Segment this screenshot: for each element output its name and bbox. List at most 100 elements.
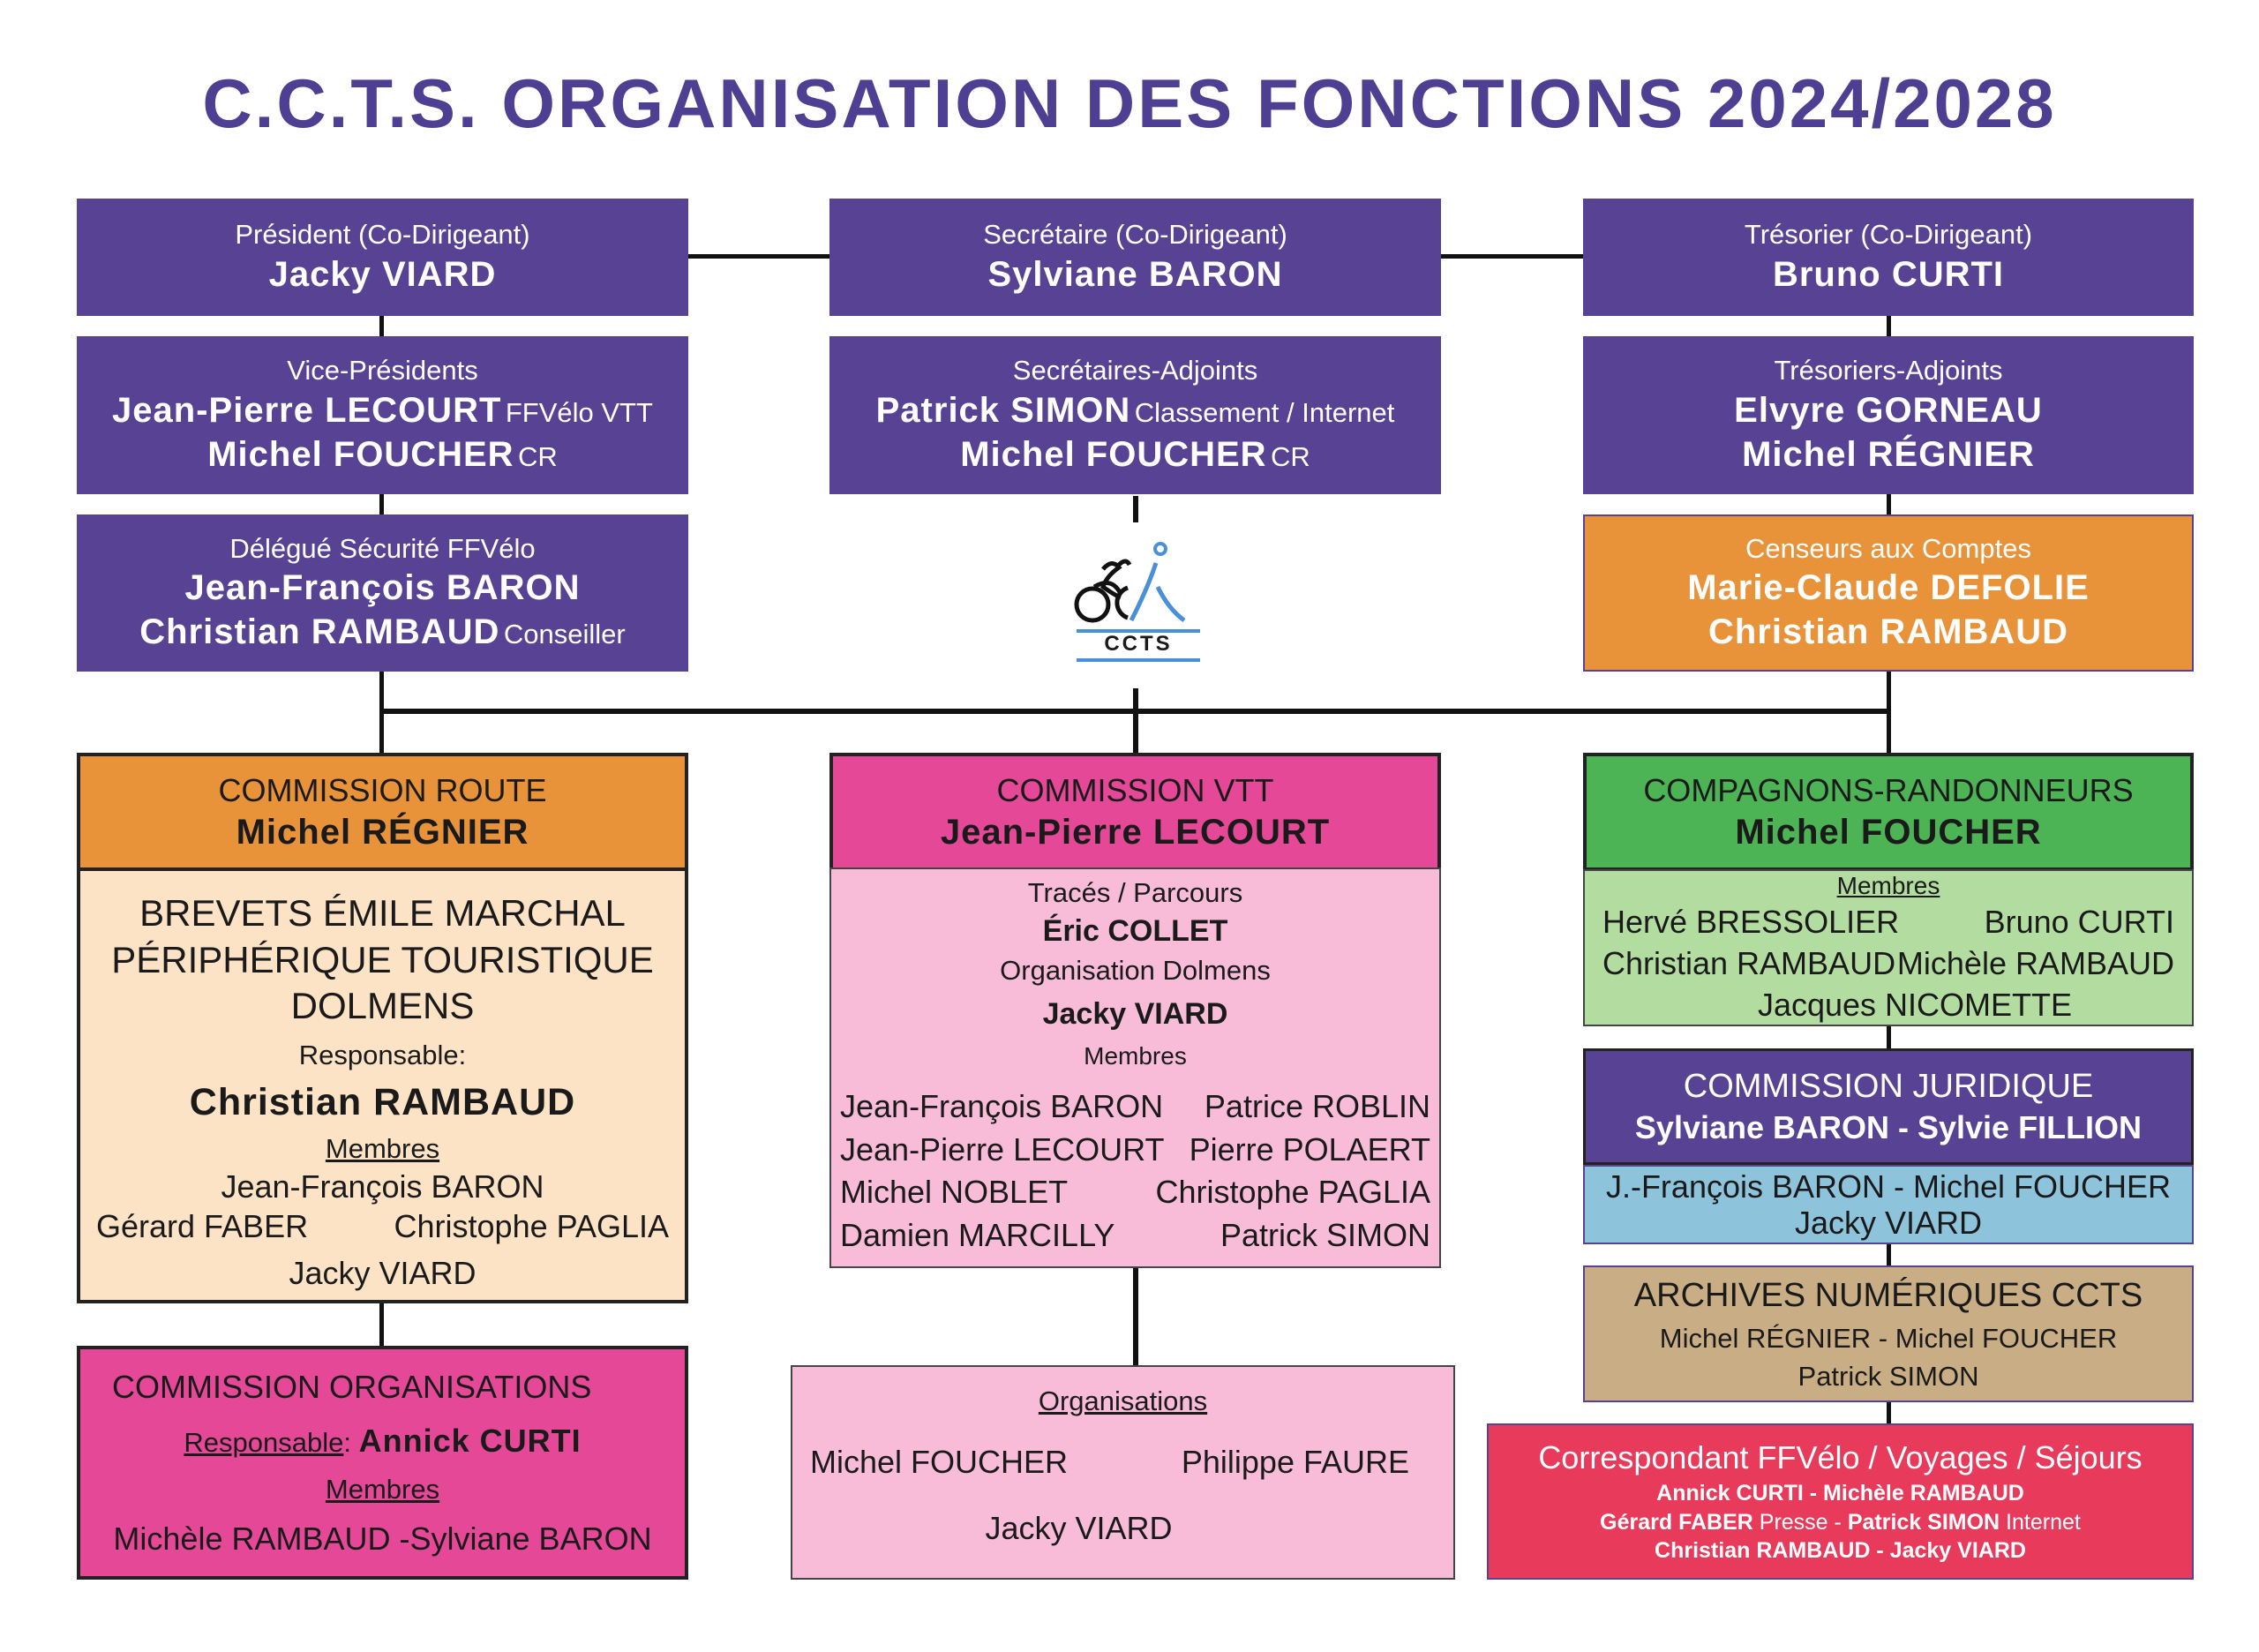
person-name: Christian RAMBAUD (189, 1081, 576, 1124)
correspondant-box: Correspondant FFVélo / Voyages / Séjours… (1487, 1423, 2194, 1580)
commission-title: ARCHIVES NUMÉRIQUES CCTS (1633, 1276, 2143, 1314)
secretaires-adjoints-box: Secrétaires-Adjoints Patrick SIMON Class… (829, 336, 1441, 494)
person-name: Michel RÉGNIER (1742, 434, 2035, 474)
note: Internet (2006, 1509, 2081, 1535)
president-box: Président (Co-Dirigeant) Jacky VIARD (77, 199, 688, 316)
member: Hervé BRESSOLIER (1602, 904, 1900, 940)
person-name: Jean-Pierre LECOURT (940, 812, 1331, 852)
role-label: Censeurs aux Comptes (1745, 532, 2031, 564)
note: Conseiller (503, 619, 626, 650)
commission-route-body: BREVETS ÉMILE MARCHAL PÉRIPHÉRIQUE TOURI… (77, 867, 688, 1303)
person-name: Bruno CURTI (1772, 254, 2005, 294)
person-name: Jean-Pierre LECOURT (112, 390, 502, 430)
member: Jean-François BARON (840, 1088, 1164, 1125)
person-name: Sylviane BARON (987, 254, 1283, 294)
role-label: Secrétaires-Adjoints (1012, 355, 1258, 387)
person-name: Michel RÉGNIER (236, 812, 529, 852)
commission-title: Correspondant FFVélo / Voyages / Séjours (1538, 1439, 2143, 1476)
logo-text: CCTS (1104, 632, 1173, 656)
note: Presse - (1759, 1509, 1848, 1535)
person-name: Christian RAMBAUD (139, 612, 500, 652)
commission-title: COMMISSION ROUTE (218, 771, 547, 808)
ccts-logo: CCTS (1068, 538, 1209, 666)
commission-organisations-box: COMMISSION ORGANISATIONS Responsable: An… (77, 1346, 688, 1580)
note: FFVélo VTT (505, 396, 653, 428)
member: Jean-François BARON (221, 1168, 544, 1205)
person-name: Michel FOUCHER (1735, 812, 2042, 852)
members: Annick CURTI - Michèle RAMBAUD (1656, 1481, 2024, 1506)
member: Jean-Pierre LECOURT (840, 1130, 1165, 1168)
person-name: Elvyre GORNEAU (1734, 390, 2043, 430)
person-name: Gérard FABER (1600, 1509, 1753, 1535)
member: Christophe PAGLIA (394, 1207, 669, 1244)
secretaire-box: Secrétaire (Co-Dirigeant) Sylviane BARON (829, 199, 1441, 316)
note: Classement / Internet (1134, 396, 1395, 428)
vice-presidents-box: Vice-Présidents Jean-Pierre LECOURT FFVé… (77, 336, 688, 494)
commission-title: COMMISSION VTT (996, 771, 1274, 808)
connector (1133, 1268, 1138, 1365)
member: Damien MARCILLY (840, 1217, 1115, 1254)
person-name: Christian RAMBAUD (1707, 612, 2069, 652)
label: Membres (1836, 871, 1940, 899)
members: Christian RAMBAUD - Jacky VIARD (1655, 1538, 2026, 1564)
member: Patrice ROBLIN (1204, 1088, 1430, 1125)
commission-juridique-body: J.-François BARON - Michel FOUCHER Jacky… (1583, 1165, 2194, 1244)
person-name: Marie-Claude DEFOLIE (1687, 568, 2090, 608)
members: Jacky VIARD (1794, 1205, 1983, 1241)
role-label: Secrétaire (Co-Dirigeant) (983, 219, 1287, 251)
person-name: Jean-François BARON (184, 568, 581, 608)
cyclist-walker-icon (1074, 542, 1200, 662)
member: Gérard FABER (96, 1207, 309, 1244)
connector (1133, 688, 1138, 753)
connector (1133, 496, 1138, 522)
role-label: Vice-Présidents (287, 355, 478, 387)
person-name: Éric COLLET (1042, 913, 1228, 948)
archives-box: ARCHIVES NUMÉRIQUES CCTS Michel RÉGNIER … (1583, 1265, 2194, 1402)
connector (1441, 254, 1583, 259)
member: Philippe FAURE (1181, 1443, 1409, 1480)
label: Responsable (184, 1426, 344, 1458)
role-label: Trésoriers-Adjoints (1774, 355, 2003, 387)
members: Michèle RAMBAUD -Sylviane BARON (113, 1521, 652, 1558)
label: Membres (325, 1133, 440, 1164)
member: Jacques NICOMETTE (1757, 986, 2073, 1023)
label: Organisations (1038, 1385, 1208, 1416)
commission-title: COMMISSION ORGANISATIONS (112, 1368, 592, 1405)
members: Patrick SIMON (1797, 1361, 1979, 1393)
label: Organisation Dolmens (1000, 954, 1271, 986)
member: Patrick SIMON (1220, 1217, 1430, 1254)
person-name: Sylviane BARON - Sylvie FILLION (1634, 1109, 2143, 1146)
label: Tracés / Parcours (1027, 877, 1243, 908)
role-label: Trésorier (Co-Dirigeant) (1744, 219, 2033, 251)
connector (379, 1303, 384, 1346)
member: Pierre POLAERT (1189, 1130, 1430, 1168)
members: J.-François BARON - Michel FOUCHER (1605, 1168, 2172, 1205)
commission-vtt-body: Tracés / Parcours Éric COLLET Organisati… (829, 867, 1441, 1268)
person-name: Patrick SIMON (875, 390, 1131, 430)
person-name: Patrick SIMON (1847, 1509, 2000, 1535)
label: Membres (325, 1473, 440, 1505)
page-title: C.C.T.S. ORGANISATION DES FONCTIONS 2024… (202, 64, 2057, 142)
note: CR (518, 440, 558, 472)
tresorier-box: Trésorier (Co-Dirigeant) Bruno CURTI (1583, 199, 2194, 316)
tresoriers-adjoints-box: Trésoriers-Adjoints Elvyre GORNEAU Miche… (1583, 336, 2194, 494)
member: Christophe PAGLIA (1155, 1174, 1430, 1211)
person-name: Jacky VIARD (1042, 996, 1228, 1031)
commission-route-header: COMMISSION ROUTE Michel RÉGNIER (77, 753, 688, 871)
person-name: Jacky VIARD (268, 254, 497, 294)
securite-box: Délégué Sécurité FFVélo Jean-François BA… (77, 514, 688, 672)
censeurs-box: Censeurs aux Comptes Marie-Claude DEFOLI… (1583, 514, 2194, 672)
members: Michel RÉGNIER - Michel FOUCHER (1659, 1322, 2118, 1354)
person-name: Michel FOUCHER (207, 434, 514, 474)
connector (688, 254, 829, 259)
note: CR (1271, 440, 1310, 472)
person-name: Annick CURTI (358, 1422, 582, 1459)
event-name: PÉRIPHÉRIQUE TOURISTIQUE (111, 938, 654, 980)
commission-title: COMPAGNONS-RANDONNEURS (1643, 771, 2134, 808)
role-label: Président (Co-Dirigeant) (235, 219, 530, 251)
commission-title: COMMISSION JURIDIQUE (1683, 1067, 2094, 1105)
person-name: Michel FOUCHER (960, 434, 1267, 474)
event-name: BREVETS ÉMILE MARCHAL (139, 892, 626, 934)
